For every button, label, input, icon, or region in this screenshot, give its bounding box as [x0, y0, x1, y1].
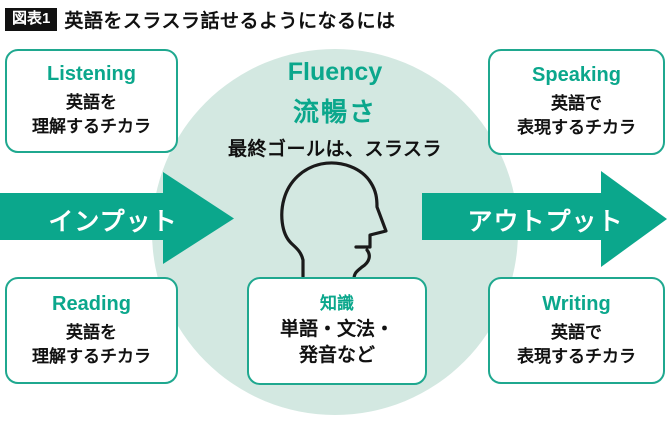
skill-box-desc-line: 英語を: [66, 322, 117, 342]
skill-box-title: Reading: [52, 292, 131, 315]
fluency-heading-ja: 流暢さ: [292, 97, 377, 127]
skill-box-title: Speaking: [532, 64, 621, 87]
figure-title: 英語をスラスラ話せるようになるには: [64, 11, 396, 32]
skill-box-title: Writing: [542, 292, 611, 315]
skill-box-desc-line: 理解するチカラ: [32, 346, 151, 366]
skill-box-desc-line: 表現するチカラ: [517, 346, 636, 366]
input-arrow-label: インプット: [48, 208, 178, 236]
skill-box-desc-line: 英語で: [551, 322, 602, 342]
skill-box-listening: Listening 英語を 理解するチカラ: [5, 49, 178, 153]
skill-box-desc-line: 英語を: [66, 93, 117, 113]
output-arrow-label: アウトプット: [467, 208, 624, 236]
figure-title-row: 図表1 英語をスラスラ話せるようになるには: [5, 6, 395, 33]
skill-box-desc-line: 英語で: [551, 94, 602, 114]
skill-box-reading: Reading 英語を 理解するチカラ: [5, 277, 178, 384]
fluency-heading-en: Fluency: [287, 58, 383, 86]
knowledge-box-desc-line: 単語・文法・: [279, 319, 394, 341]
skill-box-speaking: Speaking 英語で 表現するチカラ: [488, 49, 665, 155]
skill-box-title: Listening: [47, 63, 136, 86]
knowledge-box-desc-line: 発音など: [298, 344, 375, 366]
knowledge-box-title: 知識: [320, 293, 354, 313]
fluency-subtitle: 最終ゴールは、スラスラ: [227, 139, 443, 160]
figure-number-badge: 図表1: [5, 8, 58, 31]
skill-box-writing: Writing 英語で 表現するチカラ: [488, 277, 665, 384]
skill-box-desc-line: 理解するチカラ: [32, 117, 151, 136]
knowledge-box: 知識 単語・文法・ 発音など: [247, 277, 427, 385]
skill-box-desc-line: 表現するチカラ: [517, 118, 636, 137]
